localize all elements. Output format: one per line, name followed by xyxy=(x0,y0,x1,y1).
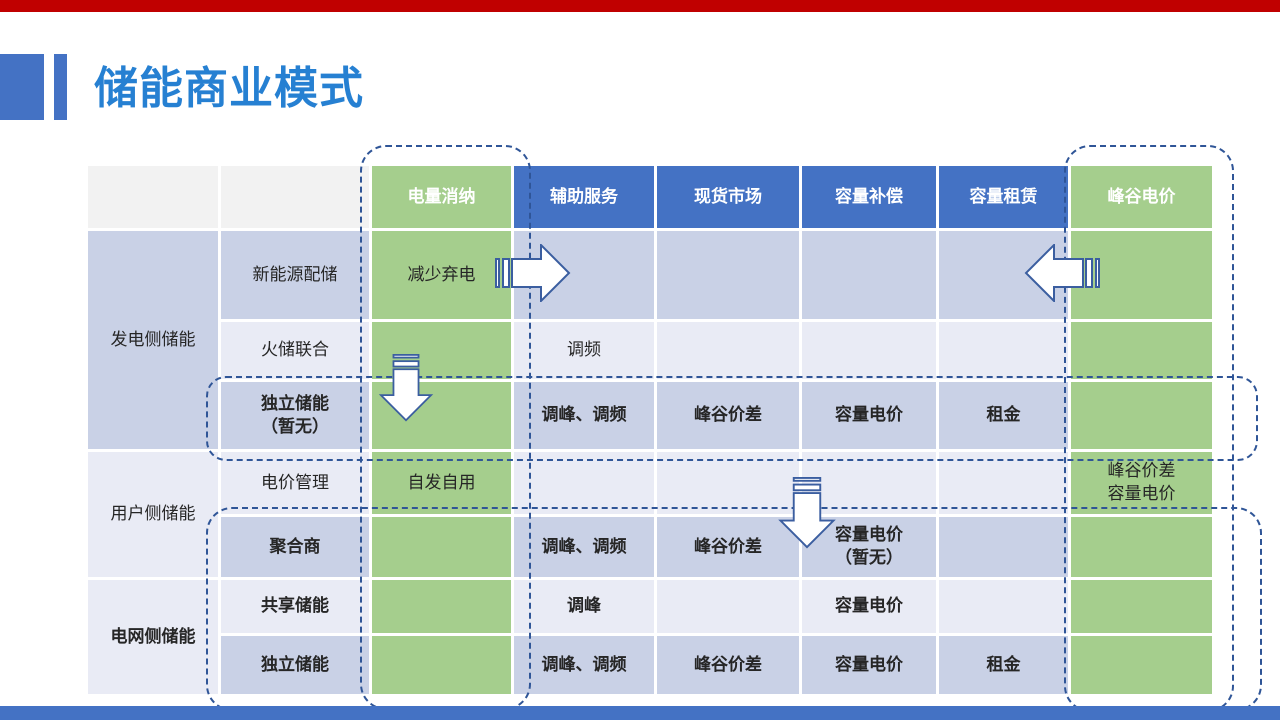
table-cell xyxy=(939,517,1068,577)
bottom-blue-bar xyxy=(0,706,1280,720)
table-cell xyxy=(372,580,511,633)
table-cell: 容量电价 （暂无） xyxy=(802,517,936,577)
table-cell xyxy=(939,452,1068,514)
table-cell xyxy=(372,636,511,694)
table-cell xyxy=(939,580,1068,633)
table-cell: 减少弃电 xyxy=(372,231,511,319)
table-cell xyxy=(1071,382,1212,449)
table-cell xyxy=(939,231,1068,319)
table-cell: 峰谷价差 xyxy=(657,517,799,577)
table-cell xyxy=(802,452,936,514)
table-cell xyxy=(372,382,511,449)
table-cell xyxy=(514,231,654,319)
row-label: 共享储能 xyxy=(221,580,369,633)
table-cell xyxy=(1071,636,1212,694)
table-cell: 容量电价 xyxy=(802,382,936,449)
group-label-generation-side: 发电侧储能 xyxy=(88,231,218,449)
group-label-grid-side: 电网侧储能 xyxy=(88,580,218,694)
table-cell xyxy=(1071,231,1212,319)
table-cell: 调峰、调频 xyxy=(514,517,654,577)
group-label-user-side: 用户侧储能 xyxy=(88,452,218,577)
header-blank-group xyxy=(88,166,218,228)
row-label: 电价管理 xyxy=(221,452,369,514)
table-row: 电网侧储能 共享储能 调峰 容量电价 xyxy=(88,580,1212,694)
header-dianliang-xiaona: 电量消纳 xyxy=(372,166,511,228)
table-cell xyxy=(939,322,1068,379)
top-red-bar xyxy=(0,0,1280,12)
header-xianhuo-shichang: 现货市场 xyxy=(657,166,799,228)
table-row: 火储联合 调频 xyxy=(88,322,1212,379)
row-label: 独立储能 xyxy=(221,636,369,694)
table-row: 独立储能 调峰、调频 峰谷价差 容量电价 租金 xyxy=(88,636,1212,694)
table-cell xyxy=(802,322,936,379)
table-cell: 自发自用 xyxy=(372,452,511,514)
row-label: 聚合商 xyxy=(221,517,369,577)
table-cell: 调峰 xyxy=(514,580,654,633)
row-label: 新能源配储 xyxy=(221,231,369,319)
table-cell: 调峰、调频 xyxy=(514,382,654,449)
header-row: 电量消纳 辅助服务 现货市场 容量补偿 容量租赁 峰谷电价 xyxy=(88,166,1212,228)
table-cell xyxy=(802,231,936,319)
title-accent-bar xyxy=(54,54,67,120)
page-title: 储能商业模式 xyxy=(94,64,364,113)
table-row: 用户侧储能 电价管理 自发自用 峰谷价差 容量电价 xyxy=(88,452,1212,577)
header-rongliang-buchang: 容量补偿 xyxy=(802,166,936,228)
table-cell: 调峰、调频 xyxy=(514,636,654,694)
title-accent-square xyxy=(0,54,44,120)
table-cell: 容量电价 xyxy=(802,636,936,694)
row-label: 火储联合 xyxy=(221,322,369,379)
table-cell xyxy=(657,452,799,514)
table-cell: 容量电价 xyxy=(802,580,936,633)
table-cell xyxy=(1071,517,1212,577)
header-fuzhu-fuwu: 辅助服务 xyxy=(514,166,654,228)
table-cell xyxy=(514,452,654,514)
table-cell xyxy=(657,231,799,319)
header-fenggu-dianjia: 峰谷电价 xyxy=(1071,166,1212,228)
table-cell xyxy=(1071,580,1212,633)
business-model-table: 电量消纳 辅助服务 现货市场 容量补偿 容量租赁 峰谷电价 发电侧储能 新能源配… xyxy=(85,163,1215,697)
table-cell xyxy=(372,322,511,379)
header-blank-label xyxy=(221,166,369,228)
table-cell: 峰谷价差 容量电价 xyxy=(1071,452,1212,514)
header-rongliang-zulin: 容量租赁 xyxy=(939,166,1068,228)
table-cell: 租金 xyxy=(939,636,1068,694)
table-cell xyxy=(1071,322,1212,379)
table-cell xyxy=(372,517,511,577)
row-label: 独立储能 （暂无） xyxy=(221,382,369,449)
table-row: 发电侧储能 新能源配储 减少弃电 xyxy=(88,231,1212,449)
table-cell xyxy=(657,322,799,379)
table-row: 独立储能 （暂无） 调峰、调频 峰谷价差 容量电价 租金 xyxy=(88,382,1212,449)
table-row: 聚合商 调峰、调频 峰谷价差 容量电价 （暂无） xyxy=(88,517,1212,577)
table-cell xyxy=(657,580,799,633)
table-cell: 租金 xyxy=(939,382,1068,449)
table-cell: 调频 xyxy=(514,322,654,379)
table-cell: 峰谷价差 xyxy=(657,636,799,694)
table-cell: 峰谷价差 xyxy=(657,382,799,449)
